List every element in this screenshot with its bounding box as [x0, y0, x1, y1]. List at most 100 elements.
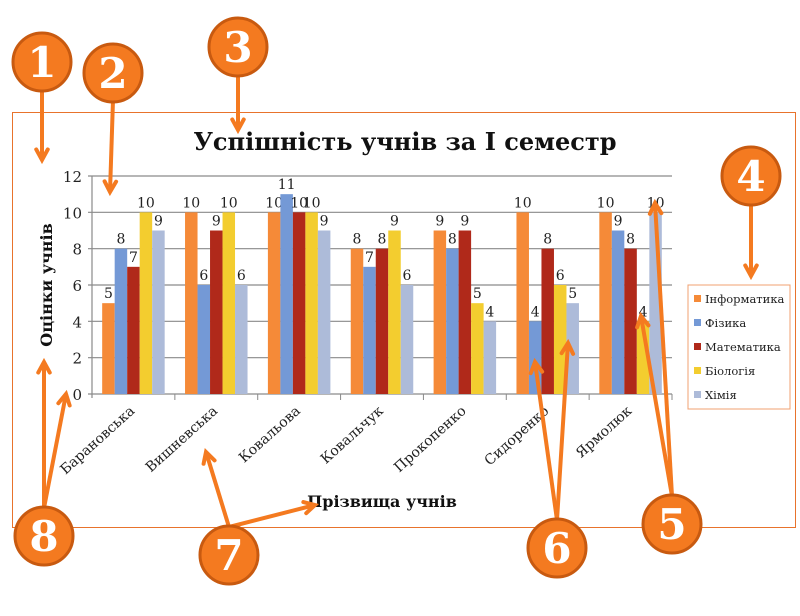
data-label: 9 [154, 214, 163, 230]
arrowhead-icon [201, 448, 217, 466]
data-label: 8 [448, 232, 457, 248]
y-tick-label: 12 [63, 168, 82, 186]
legend-swatch [694, 343, 701, 350]
annotation-marker [207, 16, 269, 78]
bar [292, 212, 306, 394]
data-label: 10 [265, 195, 283, 211]
annotation-number: 4 [736, 152, 765, 201]
data-label: 9 [614, 214, 623, 230]
annotation-arrow [42, 393, 68, 509]
y-tick-label: 4 [72, 313, 82, 331]
data-label: 7 [365, 250, 374, 266]
bar [516, 212, 529, 394]
y-axis-title: Оцінки учнів [37, 223, 56, 346]
annotation-arrow [653, 202, 674, 497]
bar [388, 230, 401, 394]
bar [541, 248, 554, 394]
data-label: 6 [403, 268, 412, 284]
annotation-marker [82, 42, 144, 104]
arrowhead-icon [528, 357, 545, 376]
bar [152, 230, 165, 394]
data-label: 4 [485, 304, 494, 320]
annotation-number: 3 [223, 23, 252, 72]
data-label: 9 [435, 214, 444, 230]
arrowhead-icon [635, 311, 651, 330]
data-label: 9 [320, 214, 329, 230]
bar [446, 248, 459, 394]
data-label: 7 [129, 250, 138, 266]
bar [210, 230, 223, 394]
bar [102, 303, 115, 394]
bar [611, 230, 625, 394]
annotation-marker [720, 145, 782, 207]
arrowhead-icon [301, 500, 320, 516]
bar [197, 285, 211, 394]
legend-label: Хімія [705, 388, 737, 402]
legend-label: Біологія [705, 364, 755, 378]
x-tick-label: Барановська [57, 403, 138, 478]
annotation-number: 2 [98, 49, 127, 98]
legend-label: Інформатика [705, 292, 785, 306]
annotation-number: 8 [29, 512, 58, 561]
x-tick-label: Ковальчук [318, 403, 387, 467]
annotation-arrow [555, 342, 570, 521]
arrowhead-icon [36, 357, 52, 375]
data-label: 9 [212, 214, 221, 230]
annotation-marker [11, 31, 73, 93]
legend-swatch [694, 319, 701, 326]
bar [363, 266, 376, 394]
bar [433, 230, 447, 394]
x-axis-title: Прізвища учнів [307, 492, 457, 511]
annotation-arrow [639, 315, 674, 497]
bar [267, 212, 281, 394]
annotation-marker [641, 493, 703, 555]
annotation-arrow [533, 361, 559, 521]
legend-swatch [694, 295, 701, 302]
data-label: 8 [116, 232, 125, 248]
bar [305, 212, 318, 394]
data-label: 4 [639, 304, 648, 320]
bar [400, 285, 414, 394]
bar [185, 212, 198, 394]
data-label: 8 [626, 232, 635, 248]
legend [687, 284, 791, 410]
legend-swatch [694, 391, 701, 398]
data-label: 5 [104, 286, 113, 302]
arrowhead-icon [102, 179, 119, 197]
annotation-marker [13, 505, 75, 567]
arrowhead-icon [230, 117, 246, 135]
x-tick-label: Ковальова [236, 403, 304, 466]
bar [235, 285, 248, 394]
data-label: 10 [220, 195, 238, 211]
bar [114, 248, 128, 394]
data-label: 10 [303, 195, 321, 211]
chart-frame [12, 112, 796, 528]
arrowhead-icon [56, 389, 72, 408]
data-label: 8 [378, 232, 387, 248]
annotation-arrow [204, 451, 231, 528]
data-label: 10 [182, 195, 200, 211]
y-tick-label: 10 [63, 204, 82, 222]
data-label: 6 [556, 268, 565, 284]
arrowhead-icon [647, 198, 664, 216]
annotation-number: 6 [542, 524, 571, 573]
bar [139, 212, 153, 394]
data-label: 5 [568, 286, 577, 302]
data-label: 10 [597, 195, 615, 211]
bar [624, 248, 637, 394]
chart-title: Успішність учнів за I семестр [193, 127, 616, 156]
data-label: 9 [460, 214, 469, 230]
data-label: 6 [237, 268, 246, 284]
data-label: 9 [390, 214, 399, 230]
bar [553, 285, 567, 394]
bar [222, 212, 236, 394]
y-tick-label: 0 [72, 386, 82, 404]
annotation-marker [526, 517, 588, 579]
x-tick-label: Прокопенко [391, 403, 469, 476]
y-tick-label: 6 [72, 277, 82, 295]
bar [350, 248, 364, 394]
data-label: 11 [278, 177, 296, 193]
legend-label: Фізика [705, 316, 746, 330]
annotation-marker [198, 524, 260, 586]
